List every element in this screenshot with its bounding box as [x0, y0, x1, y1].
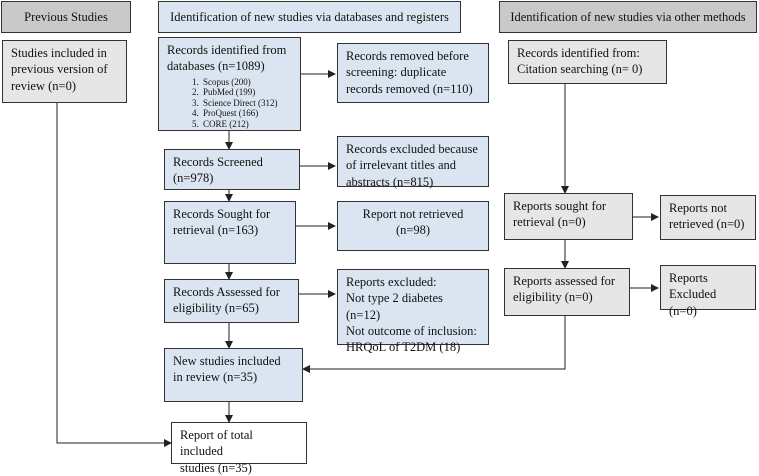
box-records-sought: Records Sought for retrieval (n=163)	[164, 201, 296, 264]
arrow-other-assessed-to-new-included	[302, 316, 566, 373]
connector-layer	[56, 70, 659, 447]
box-other-reports-excluded: Reports Excluded (n=0)	[660, 265, 756, 318]
box-records-assessed: Records Assessed for eligibility (n=65)	[164, 279, 299, 323]
box-records-screened: Records Screened (n=978)	[164, 149, 300, 190]
database-source-item: CORE (212)	[201, 119, 292, 130]
box-records-identified-databases: Records identified from databases (n=108…	[158, 37, 301, 131]
box-studies-included-previous: Studies included in previous version of …	[2, 40, 127, 103]
box-reports-excluded: Reports excluded: Not type 2 diabetes (n…	[337, 269, 489, 354]
box-total-included: Report of total included studies (n=35)	[171, 422, 307, 475]
header-databases-registers: Identification of new studies via databa…	[158, 1, 461, 33]
box-new-studies-included: New studies included in review (n=35)	[164, 348, 303, 402]
box-other-reports-not-retrieved: Reports not retrieved (n=0)	[660, 195, 756, 240]
box-other-reports-assessed: Reports assessed for eligibility (n=0)	[504, 268, 630, 316]
box-other-reports-sought: Reports sought for retrieval (n=0)	[504, 193, 633, 240]
prisma-flow-diagram: Previous Studies Identification of new s…	[0, 0, 759, 466]
box-records-excluded: Records excluded because of irrelevant t…	[337, 136, 489, 189]
arrow-previous-to-total	[56, 103, 172, 447]
box-other-records-identified: Records identified from: Citation search…	[508, 40, 667, 84]
box-report-not-retrieved: Report not retrieved (n=98)	[337, 201, 489, 251]
database-source-item: ProQuest (166)	[201, 108, 292, 119]
header-previous-studies: Previous Studies	[1, 1, 131, 33]
database-source-item: Scopus (200)	[201, 77, 292, 88]
header-other-methods: Identification of new studies via other …	[499, 1, 757, 33]
database-source-item: Science Direct (312)	[201, 98, 292, 109]
box-records-removed: Records removed before screening: duplic…	[337, 43, 489, 103]
database-source-item: PubMed (199)	[201, 87, 292, 98]
database-source-list: Scopus (200) PubMed (199) Science Direct…	[167, 77, 292, 130]
